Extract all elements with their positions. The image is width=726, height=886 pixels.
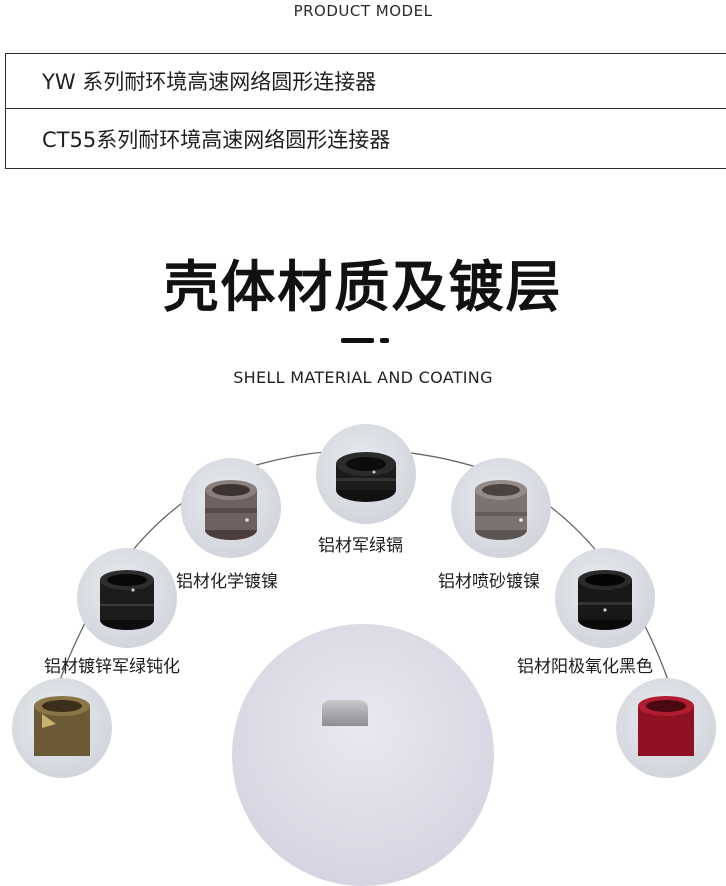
connector-shell-black-icon <box>336 452 396 502</box>
section-subtitle: SHELL MATERIAL AND COATING <box>233 368 493 387</box>
title-underline-bar <box>341 338 374 343</box>
material-circle-red[interactable] <box>616 678 716 778</box>
caption-olive-cadmium: 铝材军绿镉 <box>318 536 403 556</box>
connector-shell-zinc-icon <box>100 570 154 630</box>
material-circle-anodized-black[interactable] <box>555 548 655 648</box>
featured-product-circle <box>232 624 494 886</box>
connector-shell-anodized-icon <box>578 570 632 630</box>
model-row-ct55[interactable]: CT55系列耐环境高速网络圆形连接器 <box>6 109 726 169</box>
caption-chemical-nickel: 铝材化学镀镍 <box>176 572 278 592</box>
section-title: 壳体材质及镀层 <box>163 255 563 319</box>
caption-anodized-black: 铝材阳极氧化黑色 <box>517 657 653 677</box>
product-model-label: PRODUCT MODEL <box>293 2 433 20</box>
material-circle-gold[interactable] <box>12 678 112 778</box>
connector-shell-gold-icon <box>34 696 90 756</box>
material-circle-olive-cadmium[interactable] <box>316 424 416 524</box>
connector-shell-nickel-icon <box>205 480 257 540</box>
title-underline-dot <box>380 338 389 343</box>
material-circle-sandblast-nickel[interactable] <box>451 458 551 558</box>
model-list: YW 系列耐环境高速网络圆形连接器 CT55系列耐环境高速网络圆形连接器 <box>5 53 726 169</box>
caption-zinc-olive: 铝材镀锌军绿钝化 <box>44 657 180 677</box>
featured-connector-icon <box>322 700 368 726</box>
connector-shell-red-icon <box>638 696 694 756</box>
caption-sandblast-nickel: 铝材喷砂镀镍 <box>438 572 540 592</box>
material-circle-zinc-olive[interactable] <box>77 548 177 648</box>
connector-shell-sandblast-icon <box>475 480 527 540</box>
material-circle-chemical-nickel[interactable] <box>181 458 281 558</box>
model-row-yw[interactable]: YW 系列耐环境高速网络圆形连接器 <box>6 54 726 109</box>
